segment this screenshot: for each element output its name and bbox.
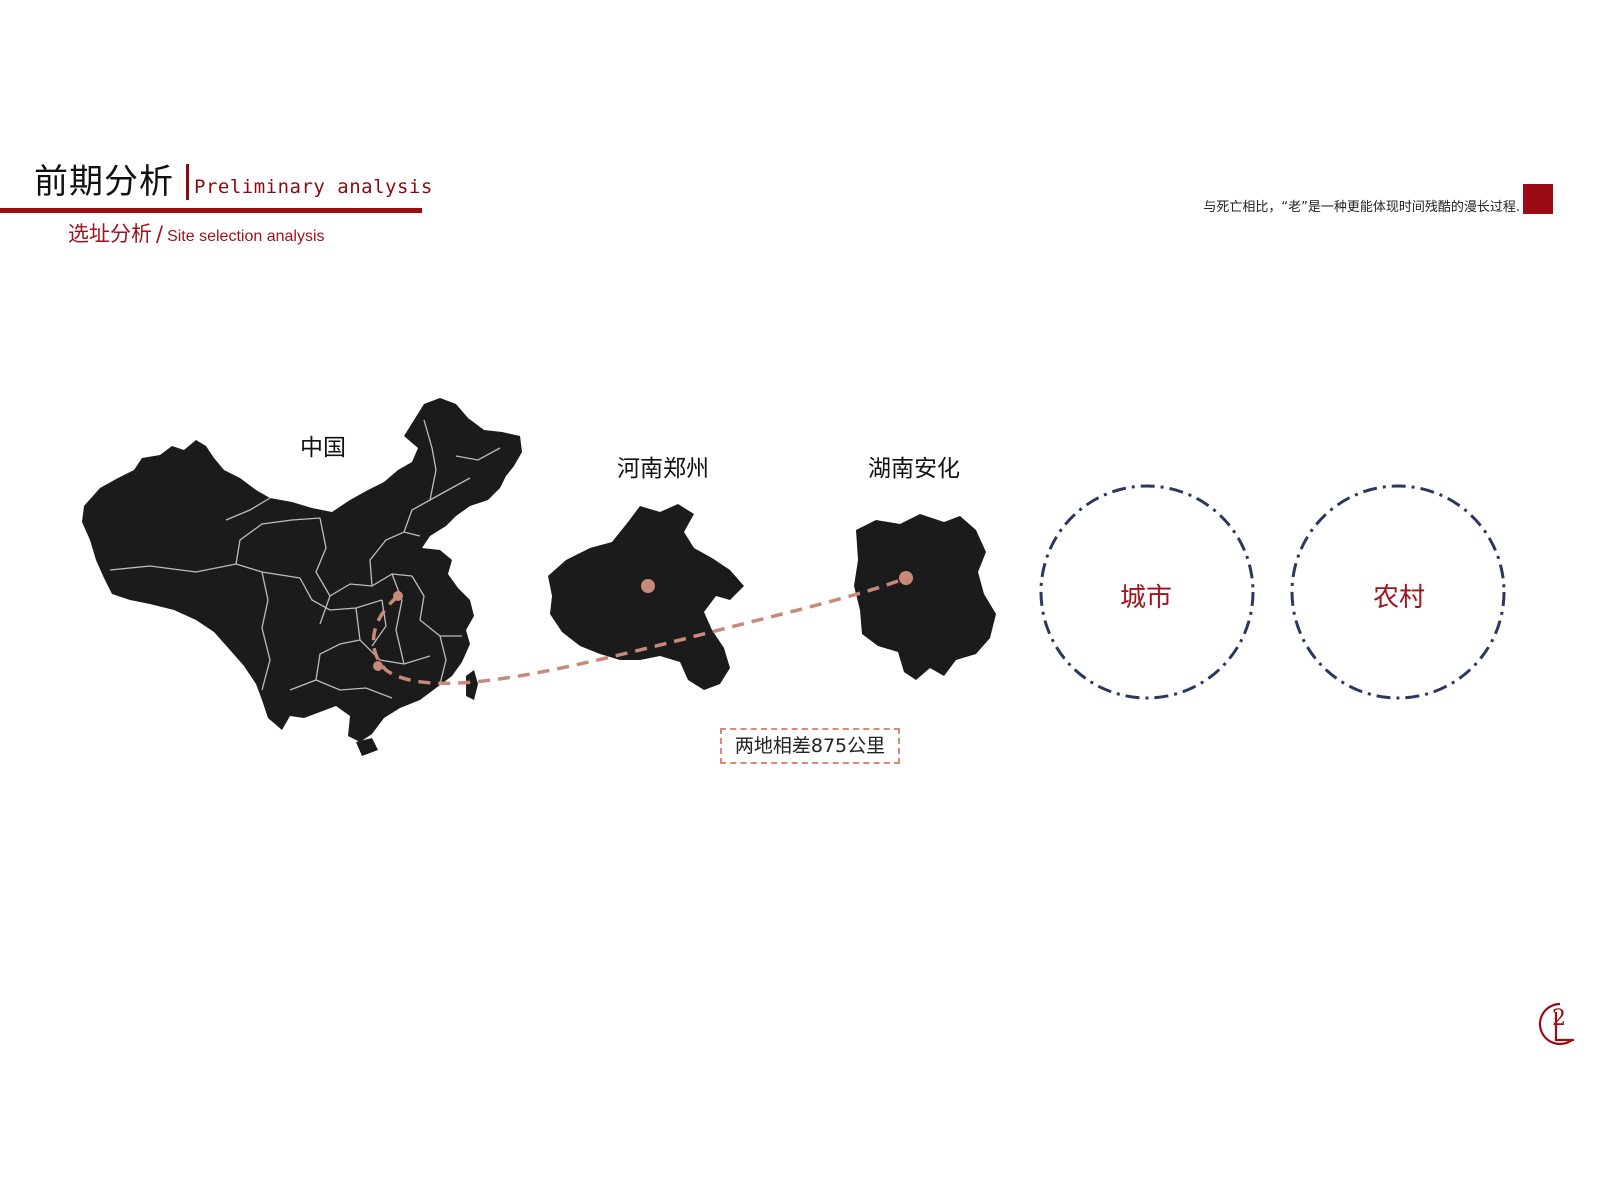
- page-title-english: Preliminary analysis: [194, 176, 433, 198]
- subtitle-en: Site selection analysis: [167, 228, 325, 245]
- zhengzhou-marker: [393, 591, 403, 601]
- distance-note: 两地相差875公里: [720, 728, 900, 764]
- header-quote: 与死亡相比，“老”是一种更能体现时间残酷的漫长过程.: [1203, 200, 1520, 215]
- henan-map: [548, 504, 744, 690]
- china-map: [82, 398, 522, 756]
- hunan-map: [854, 514, 996, 680]
- anhua-marker: [373, 661, 383, 671]
- city-circle: [1039, 484, 1255, 700]
- hunan-point: [899, 571, 913, 585]
- accent-square: [1523, 184, 1553, 214]
- page-title: 前期分析: [34, 162, 174, 202]
- page-number: 2: [1552, 1006, 1566, 1031]
- henan-label: 河南郑州: [617, 456, 709, 482]
- rural-circle: [1290, 484, 1506, 700]
- rural-label: 农村: [1373, 583, 1426, 613]
- province-borders: [109, 419, 501, 699]
- section-subtitle: 选址分析/Site selection analysis: [68, 218, 325, 248]
- route-line: [371, 576, 907, 686]
- title-divider: [186, 164, 189, 200]
- china-label: 中国: [300, 435, 346, 461]
- subtitle-separator: /: [156, 222, 164, 246]
- page-ornament: [1538, 1002, 1574, 1046]
- subtitle-cn: 选址分析: [68, 222, 152, 246]
- title-underline: [0, 208, 422, 213]
- henan-point: [641, 579, 655, 593]
- hunan-label: 湖南安化: [868, 456, 960, 482]
- city-label: 城市: [1120, 583, 1173, 613]
